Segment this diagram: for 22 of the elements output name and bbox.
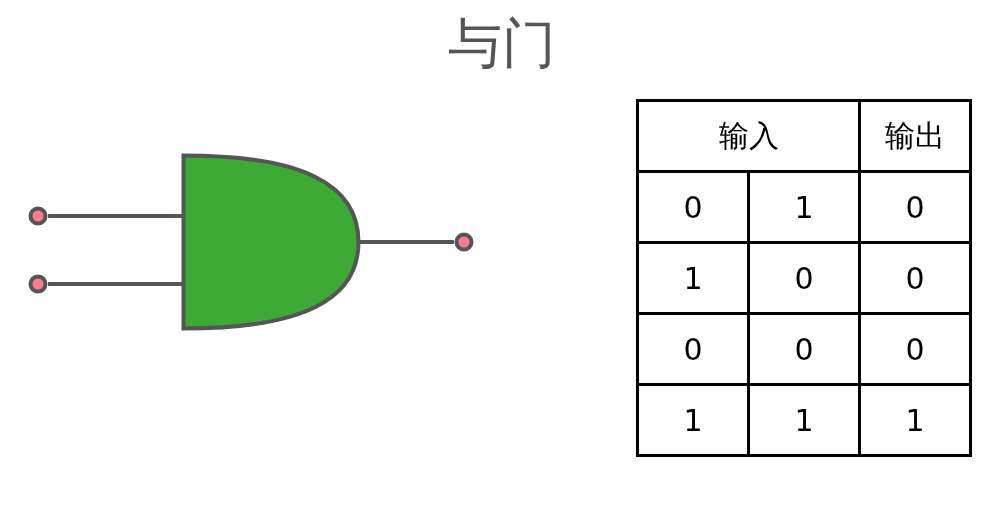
and-gate-symbol <box>182 154 360 330</box>
table-cell: 1 <box>748 171 860 243</box>
table-cell: 0 <box>859 242 971 314</box>
terminal-circle <box>28 206 48 226</box>
table-cell: 0 <box>748 242 860 314</box>
terminal-circle <box>28 274 48 294</box>
table-cell: 0 <box>859 313 971 385</box>
table-cell: 1 <box>748 384 860 456</box>
header-cell: 输出 <box>859 100 971 172</box>
table-cell: 1 <box>859 384 971 456</box>
table-cell: 0 <box>748 313 860 385</box>
wire <box>360 240 454 244</box>
table-cell: 0 <box>859 171 971 243</box>
table-cell: 0 <box>637 171 749 243</box>
table-cell: 1 <box>637 384 749 456</box>
wire <box>48 282 182 286</box>
wire <box>48 214 182 218</box>
terminal-circle <box>454 232 474 252</box>
title: 与门 <box>448 11 556 77</box>
header-cell: 输入 <box>637 100 860 172</box>
table-cell: 0 <box>637 313 749 385</box>
table-cell: 1 <box>637 242 749 314</box>
